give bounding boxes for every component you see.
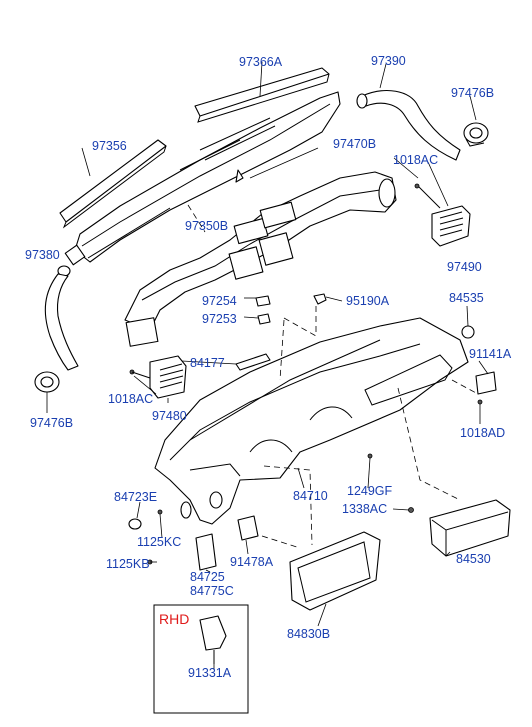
label-97380[interactable]: 97380 — [25, 248, 60, 262]
defroster-strip-97366A — [194, 67, 330, 123]
label-91141A[interactable]: 91141A — [469, 347, 512, 361]
duct-97380 — [44, 265, 79, 371]
rhd-box — [153, 604, 249, 714]
rhd-title: RHD — [159, 611, 190, 627]
vent-97480 — [129, 355, 187, 399]
label-97470B[interactable]: 97470B — [333, 137, 377, 151]
label-97480[interactable]: 97480 — [152, 409, 187, 423]
label-1018AC-left[interactable]: 1018AC — [108, 392, 154, 406]
label-1018AD[interactable]: 1018AD — [460, 426, 506, 440]
grommet-97476B-top — [463, 122, 489, 147]
label-1018AC-top[interactable]: 1018AC — [393, 153, 439, 167]
label-1338AC[interactable]: 1338AC — [342, 502, 388, 516]
grommet-97476B-bottom — [34, 371, 60, 393]
leader-lines — [46, 61, 489, 670]
main-duct-97470B — [124, 171, 397, 347]
label-95190A[interactable]: 95190A — [346, 294, 390, 308]
label-91478A[interactable]: 91478A — [230, 555, 274, 569]
label-91331A[interactable]: 91331A — [188, 666, 232, 680]
airbag-84530 — [408, 499, 511, 557]
label-97356[interactable]: 97356 — [92, 139, 127, 153]
label-97490[interactable]: 97490 — [447, 260, 482, 274]
label-84710[interactable]: 84710 — [293, 489, 328, 503]
label-84775C[interactable]: 84775C — [190, 584, 234, 598]
label-1125KB[interactable]: 1125KB — [106, 557, 150, 571]
label-84723E[interactable]: 84723E — [114, 490, 158, 504]
label-97390[interactable]: 97390 — [371, 54, 406, 68]
label-1125KC[interactable]: 1125KC — [137, 535, 182, 549]
label-84530[interactable]: 84530 — [456, 552, 491, 566]
label-97253[interactable]: 97253 — [202, 312, 237, 326]
defroster-strip-97356 — [59, 139, 167, 229]
defroster-nozzle-97350B — [64, 91, 341, 266]
label-97254[interactable]: 97254 — [202, 294, 237, 308]
clips-97254-97253-95190A — [255, 293, 327, 325]
label-1249GF[interactable]: 1249GF — [347, 484, 393, 498]
strip-84177 — [235, 353, 271, 371]
dashboard-84710 — [154, 317, 469, 525]
label-97476B-top[interactable]: 97476B — [451, 86, 495, 100]
label-84725[interactable]: 84725 — [190, 570, 225, 584]
label-84830B[interactable]: 84830B — [287, 627, 331, 641]
brackets — [128, 325, 497, 571]
vent-97490 — [414, 183, 471, 247]
label-97350B[interactable]: 97350B — [185, 219, 229, 233]
label-97366A[interactable]: 97366A — [239, 55, 283, 69]
label-84535[interactable]: 84535 — [449, 291, 484, 305]
cover-84830B — [289, 531, 381, 611]
duct-97390 — [356, 90, 461, 161]
label-97476B-bottom[interactable]: 97476B — [30, 416, 74, 430]
label-84177[interactable]: 84177 — [190, 356, 225, 370]
assembly-lines — [261, 306, 479, 549]
